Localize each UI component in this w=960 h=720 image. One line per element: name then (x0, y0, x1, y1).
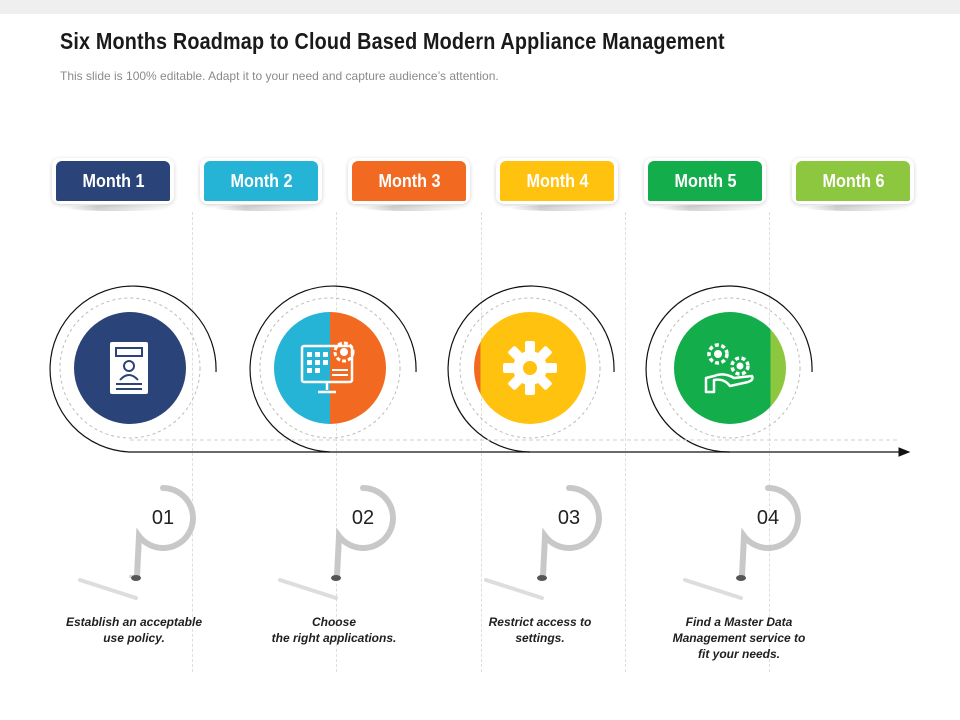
column-guide (769, 212, 770, 672)
step-2-circle (274, 312, 386, 424)
step-pin-4: 04 (734, 484, 804, 584)
step-number: 03 (557, 506, 581, 529)
top-bar (0, 0, 960, 14)
step-1-circle (74, 312, 186, 424)
month-label: Month 4 (525, 170, 589, 191)
flow-arc (249, 285, 417, 453)
dashed-ring (259, 297, 401, 439)
step-number: 01 (151, 506, 175, 529)
month-tab-5: Month 5 (644, 158, 766, 211)
month-tab-1: Month 1 (52, 158, 174, 211)
page-subtitle: This slide is 100% editable. Adapt it to… (60, 69, 499, 83)
month-label: Month 2 (229, 170, 293, 191)
month-tab-6: Month 6 (792, 158, 914, 211)
hand-gears-icon (704, 343, 754, 394)
column-guide (481, 212, 482, 672)
step-3-circle (474, 312, 586, 424)
step-pin-3: 03 (535, 484, 605, 584)
step-number: 02 (351, 506, 375, 529)
flow-arc (645, 285, 813, 453)
dashed-ring (59, 297, 201, 439)
month-label: Month 5 (673, 170, 737, 191)
column-guide (192, 212, 193, 672)
step-pin-2: 02 (329, 484, 399, 584)
month-tab-3: Month 3 (348, 158, 470, 211)
step-number: 04 (756, 506, 780, 529)
computer-settings-icon (300, 341, 355, 394)
page-title: Six Months Roadmap to Cloud Based Modern… (60, 28, 725, 54)
column-guide (336, 212, 337, 672)
month-label: Month 3 (377, 170, 441, 191)
flow-arc (447, 285, 615, 453)
month-label: Month 1 (81, 170, 145, 191)
month-label: Month 6 (821, 170, 885, 191)
gear-icon (503, 341, 557, 395)
month-tab-2: Month 2 (200, 158, 322, 211)
month-tab-4: Month 4 (496, 158, 618, 211)
column-guide (625, 212, 626, 672)
document-user-icon (110, 342, 148, 394)
step-4-circle (674, 312, 786, 424)
dashed-ring (659, 297, 801, 439)
step-pin-1: 01 (78, 484, 199, 584)
dashed-ring (459, 297, 601, 439)
flow-arc (49, 285, 217, 453)
